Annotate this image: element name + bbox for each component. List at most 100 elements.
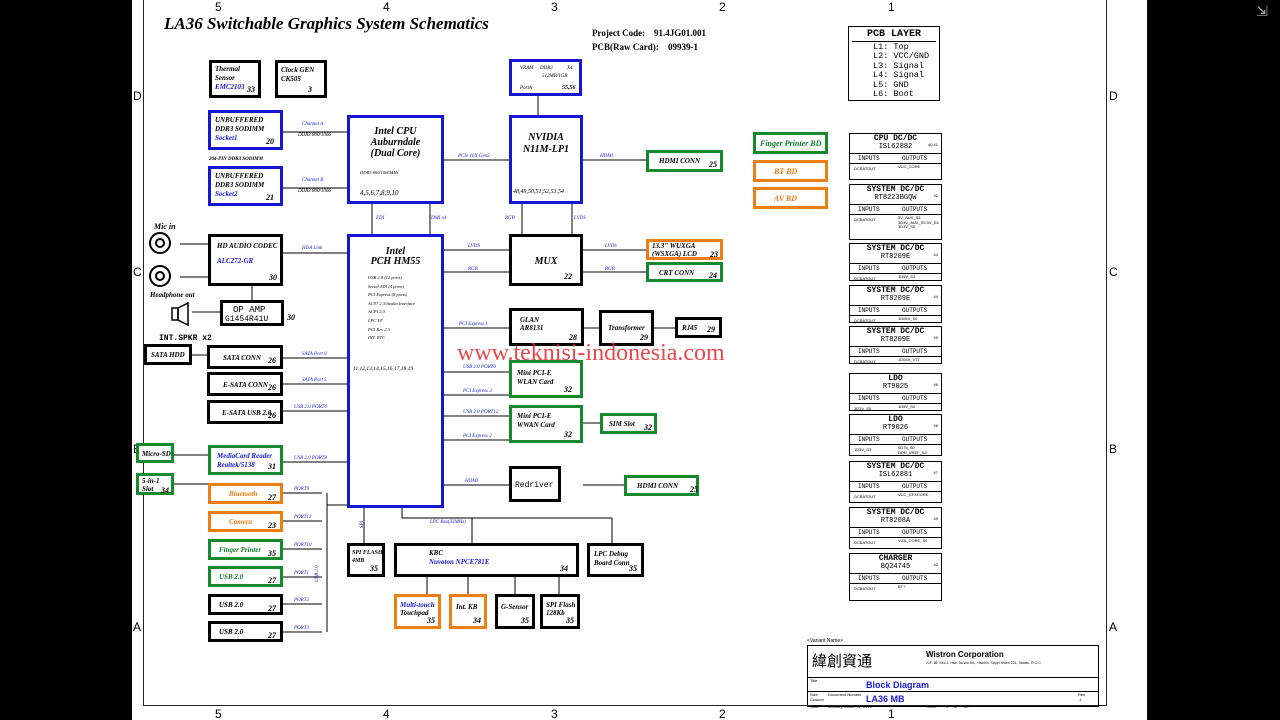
five-in-one-block: 5-in-1 Slot 34 — [136, 473, 174, 495]
power-output-net: 0D75_S0 DDR_VREF_S3 — [898, 445, 927, 455]
camera-page: 23 — [268, 521, 276, 530]
power-rule — [850, 204, 941, 205]
power-part: ISL62882 — [878, 143, 913, 151]
tb-corp: Wistron Corporation — [926, 650, 1004, 659]
vram-size: 512MB/1GB — [542, 74, 568, 79]
av-bd-label: AV BD — [774, 194, 798, 203]
power-page: 46 — [933, 382, 938, 387]
tb-rule-1 — [808, 677, 1098, 678]
signal-rgb-pch: RGB — [468, 267, 478, 272]
glan-l1: GLAN — [520, 316, 540, 324]
cpu-mem: DDR3 800/1066MHz — [360, 170, 399, 175]
thermal-page: 33 — [247, 85, 255, 94]
tb-doc-number: LA36 MB — [866, 694, 905, 704]
headphone-jack-icon — [149, 265, 171, 287]
mic-jack-icon — [149, 232, 171, 254]
watermark-text: www.teknisi-indonesia.com — [457, 340, 725, 366]
tb-date: Monday, March 22, 2010 — [828, 704, 872, 709]
redriver-block: Redriver — [509, 466, 561, 502]
usb1-label: USB 2.0 — [219, 573, 244, 581]
speaker-icon — [171, 302, 189, 326]
signal-pcie-1: PCI Express 1 — [459, 322, 488, 327]
power-output-net: 5V_AUX_S5 3D3V_AUX_S5 5V_S5 3D3V_S5 — [898, 215, 939, 230]
power-rule — [850, 403, 941, 404]
zone-row-c-right: C — [1109, 265, 1118, 279]
zone-col-2-bottom: 2 — [719, 707, 726, 720]
pch-pages: 11,12,13,14,15,16,17,18,19 — [353, 366, 414, 372]
touchpad-l2: Touchpad — [400, 609, 429, 617]
tb-title: Block Diagram — [866, 680, 930, 690]
hdmi-conn-1: HDMI CONN 25 — [646, 150, 723, 172]
sheet-border — [143, 0, 1107, 706]
esata-usb-page: 26 — [268, 411, 276, 420]
spi-flash-l2: 4MB — [352, 558, 365, 564]
signal-rgb-mux: RGB — [605, 267, 615, 272]
op-amp-block: OP AMP G1454R41U 30 — [220, 300, 295, 326]
power-rule — [850, 214, 941, 215]
power-part: ISL62881 — [878, 471, 913, 479]
signal-port2: PORT2 — [294, 598, 309, 603]
zone-col-2-top: 2 — [719, 0, 726, 14]
five-in-one-l1: 5-in-1 — [142, 477, 160, 485]
cpu-l2: Auburndale — [370, 137, 421, 148]
power-input-net: DCBATOUT — [854, 540, 876, 545]
usb3-label: USB 2.0 — [219, 628, 244, 636]
g-sensor-label: G-Sensor — [501, 603, 529, 611]
kbc-block: KBC Nuvoton NPCE781E 34 — [394, 543, 579, 577]
power-output-net: 1D05V_S0 — [898, 316, 918, 321]
sodimm2-l3: Socket2 — [215, 190, 238, 198]
signal-lvds-mux: LVDS — [605, 244, 617, 249]
power-rule — [850, 153, 941, 154]
gpu-block: NVIDIA N11M-LP1 48,49,50,51,52,53,54 — [509, 115, 583, 204]
tb-address: 21F, 88, Sec.1, Hsin Tai Wu Rd., Hsichih… — [926, 661, 1042, 665]
zone-row-d-left: D — [133, 89, 142, 103]
signal-port13: PORT13 — [294, 515, 312, 520]
sodimm2-l1: UNBUFFERED — [215, 172, 264, 180]
power-part: RT8209E — [880, 295, 911, 303]
power-inputs-label: INPUTS — [858, 155, 880, 162]
tb-chinese-logo: 緯創資通 — [812, 652, 873, 670]
spi-flash-2-page: 35 — [566, 616, 574, 625]
pcb-raw-card-label: PCB(Raw Card): — [592, 42, 659, 52]
lpc-debug-page: 35 — [629, 564, 637, 573]
crt-page: 24 — [709, 271, 717, 280]
power-output-net: VGA_CORE_S0 — [898, 538, 928, 543]
opamp-l2: G1454R41U — [225, 315, 269, 324]
usb-port-3-block: USB 2.0 27 — [208, 621, 283, 642]
sim-slot-block: SIM Slot 32 — [600, 413, 657, 434]
power-part: RT8209E — [880, 336, 911, 344]
cpu-pages: 4,5,6,7,8,9,10 — [360, 189, 399, 197]
pcb-layer-item: L5: GND — [873, 79, 909, 90]
sata-conn-page: 26 — [268, 356, 276, 365]
power-part: RT9025 — [882, 383, 909, 391]
power-output-net: 1D5V_S3 — [898, 274, 916, 279]
kbc-l1: KBC — [429, 549, 444, 557]
signal-pcie-16x: PCIe 16X Gen2 — [458, 154, 490, 159]
signal-sata-port5: SATA Port 5 — [302, 378, 327, 383]
power-outputs-label: OUTPUTS — [902, 436, 928, 443]
g-sensor-block: G-Sensor 35 — [495, 594, 535, 629]
signal-usb-port0: USB 2.0 PORT0 — [463, 365, 496, 370]
signal-port3: PORT3 — [294, 626, 309, 631]
power-rule — [850, 444, 941, 445]
audio-l2: ALC272-GR — [217, 257, 254, 265]
power-input-net: DCBATOUT — [854, 276, 876, 281]
int-speaker-label: INT.SPKR x2 — [159, 334, 212, 343]
power-inputs-label: INPUTS — [858, 529, 880, 536]
power-rule — [850, 346, 941, 347]
power-rule — [850, 481, 941, 482]
spi-flash-2-block: SPI Flash 128Kb 35 — [540, 594, 580, 629]
pch-feature: PCI Express (8 ports) — [368, 292, 408, 298]
tb-size: Custom — [810, 697, 824, 702]
collapse-icon[interactable]: ⇲ — [1256, 4, 1268, 20]
spi-flash-2-l1: SPI Flash — [546, 601, 576, 609]
power-outputs-label: OUTPUTS — [902, 265, 928, 272]
power-rule — [850, 434, 941, 435]
wwan-card-block: Mini PCI-E WWAN Card 32 — [509, 405, 583, 443]
power-type: SYSTEM DC/DC — [866, 185, 925, 194]
